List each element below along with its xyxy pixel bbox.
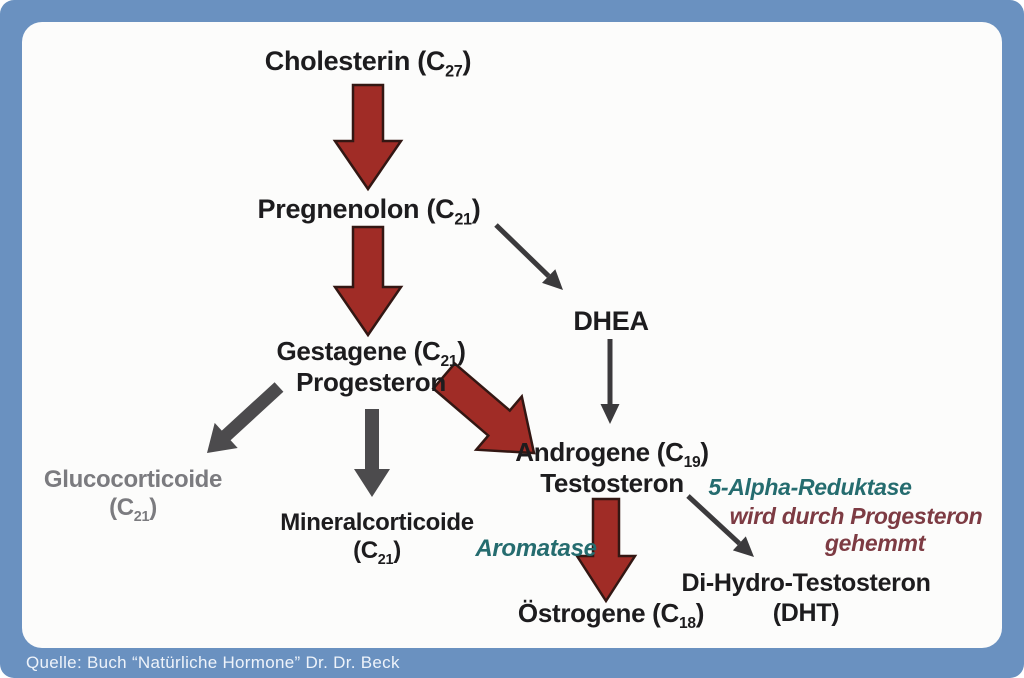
node-glucocorticoide: Glucocorticoide (C21) [43, 466, 223, 526]
mineralcorticoide-formula: (C21) [353, 537, 401, 569]
node-oestrogene: Östrogene (C18) [517, 598, 705, 633]
dht-abbreviation: (DHT) [772, 598, 840, 627]
progesteron-label: Progesteron [296, 366, 446, 397]
node-cholesterin: Cholesterin (C27) [264, 46, 472, 81]
androgene-subscript: 19 [683, 454, 701, 472]
mineralcorticoide-subscript: 21 [377, 552, 394, 569]
node-alpha-reduktase: 5-Alpha-Reduktase [708, 474, 912, 500]
gestagene-label: Gestagene (C21) [276, 336, 466, 371]
cholesterin-subscript: 27 [445, 62, 463, 81]
node-gestagene-progesteron: Gestagene (C21) Progesteron [276, 336, 465, 397]
glucocorticoide-formula: (C21) [109, 494, 157, 526]
node-pregnenolon: Pregnenolon (C21) [257, 194, 481, 229]
node-inhibition-line2: gehemmt [824, 530, 926, 556]
node-androgene-testosteron: Androgene (C19) Testosteron [515, 437, 709, 498]
node-dht: Di-Hydro-Testosteron (DHT) [681, 569, 930, 628]
diagram-canvas [22, 22, 1002, 648]
mineralcorticoide-label: Mineralcorticoide [280, 509, 474, 536]
oestrogene-label: Östrogene (C [517, 598, 679, 628]
glucocorticoide-subscript: 21 [133, 509, 150, 526]
cholesterin-label: Cholesterin (C [264, 46, 446, 76]
source-caption: Quelle: Buch “Natürliche Hormone” Dr. Dr… [26, 653, 400, 672]
node-aromatase: Aromatase [475, 535, 597, 562]
pregnenolon-label: Pregnenolon (C [257, 194, 455, 224]
oestrogene-subscript: 18 [678, 615, 696, 633]
gestagene-subscript: 21 [440, 353, 458, 371]
node-dhea: DHEA [573, 306, 649, 336]
node-inhibition-line1: wird durch Progesteron [729, 503, 983, 529]
node-mineralcorticoide: Mineralcorticoide (C21) [280, 509, 474, 569]
dht-label: Di-Hydro-Testosteron [681, 569, 931, 597]
androgene-label: Androgene (C19) [515, 437, 709, 472]
glucocorticoide-label: Glucocorticoide [43, 466, 223, 493]
pregnenolon-subscript: 21 [454, 210, 472, 229]
testosteron-label: Testosteron [540, 467, 684, 498]
